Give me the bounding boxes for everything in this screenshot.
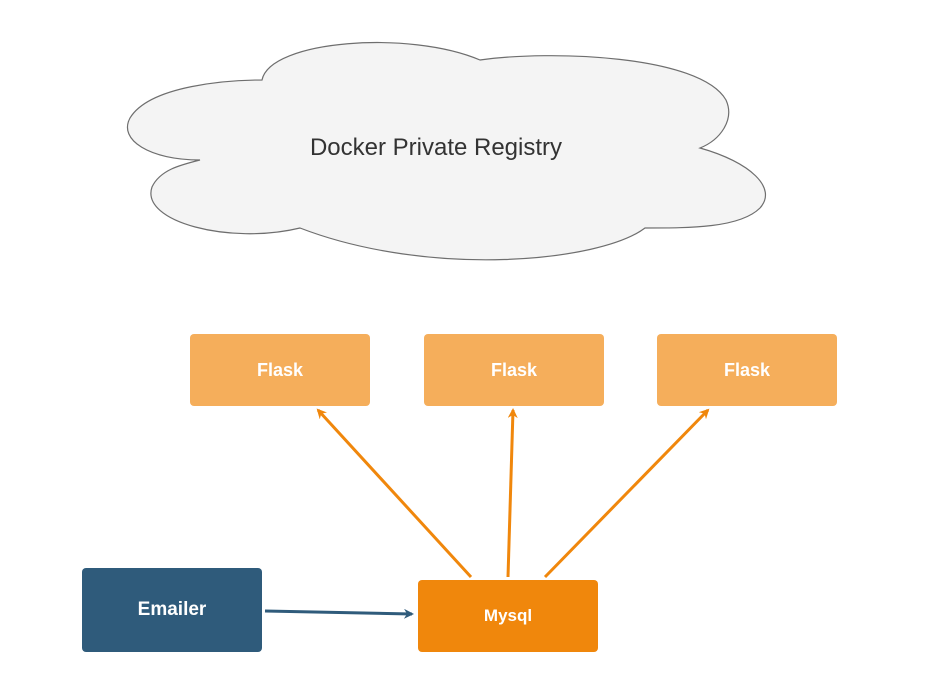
edge-mysql-to-flask-2 (506, 408, 518, 578)
flask-node-3[interactable]: Flask (657, 334, 837, 406)
registry-cloud-label: Docker Private Registry (309, 134, 563, 161)
flask-node-2-label: Flask (490, 359, 538, 380)
emailer-node[interactable]: Emailer (82, 568, 262, 652)
edge-emailer-to-mysql (264, 608, 414, 619)
mysql-node-label: Mysql (483, 606, 533, 625)
emailer-node-label: Emailer (137, 599, 207, 620)
flask-node-1-label: Flask (256, 359, 304, 380)
flask-node-3-label: Flask (723, 359, 771, 380)
edge-mysql-to-flask-1 (316, 408, 473, 579)
flask-node-2[interactable]: Flask (424, 334, 604, 406)
flask-node-1[interactable]: Flask (190, 334, 370, 406)
registry-cloud-shape (127, 41, 766, 261)
edge-mysql-to-flask-3 (543, 408, 710, 579)
mysql-node[interactable]: Mysql (418, 580, 598, 652)
